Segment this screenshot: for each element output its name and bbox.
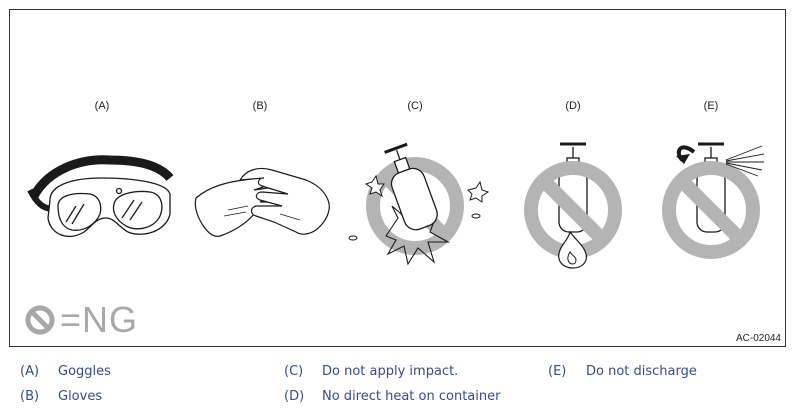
goggles-icon — [27, 155, 174, 237]
panel-label-b: (B) — [252, 100, 268, 112]
legend-item-e: (E) Do not discharge — [548, 364, 697, 379]
panel-label-d: (D) — [565, 100, 581, 112]
gloves-icon — [194, 167, 330, 237]
legend-code: (B) — [20, 389, 40, 404]
legend-item-b: (B) Gloves — [20, 389, 102, 404]
panel-label-a: (A) — [94, 100, 110, 112]
cylinder-impact-icon — [348, 142, 490, 266]
ng-legend-text: =NG — [60, 299, 139, 340]
figure-code: AC-02044 — [735, 333, 781, 344]
legend-item-a: (A) Goggles — [20, 364, 111, 379]
legend-code: (C) — [284, 364, 304, 379]
panel-label-c: (C) — [407, 100, 423, 112]
legend-text: Do not discharge — [586, 364, 697, 379]
safety-illustrations — [27, 142, 765, 269]
legend-item-c: (C) Do not apply impact. — [284, 364, 458, 379]
legend-text: Goggles — [58, 364, 111, 379]
legend-code: (A) — [20, 364, 40, 379]
panel-label-e: (E) — [703, 100, 719, 112]
legend-text: Do not apply impact. — [322, 364, 459, 379]
legend-list: (A) Goggles (B) Gloves (C) Do not apply imp… — [0, 357, 797, 414]
cylinder-heat-icon — [524, 142, 622, 269]
legend-item-d: (D) No direct heat on container — [284, 389, 500, 404]
legend-code: (E) — [548, 364, 567, 379]
figure-frame: (A) (B) (C) (D) (E) — [9, 9, 786, 347]
legend-text: No direct heat on container — [322, 389, 501, 404]
legend-code: (D) — [284, 389, 305, 404]
ng-legend: =NG — [24, 302, 138, 338]
legend-text: Gloves — [58, 389, 103, 404]
cylinder-discharge-icon — [662, 142, 765, 259]
prohibition-icon — [25, 305, 55, 335]
